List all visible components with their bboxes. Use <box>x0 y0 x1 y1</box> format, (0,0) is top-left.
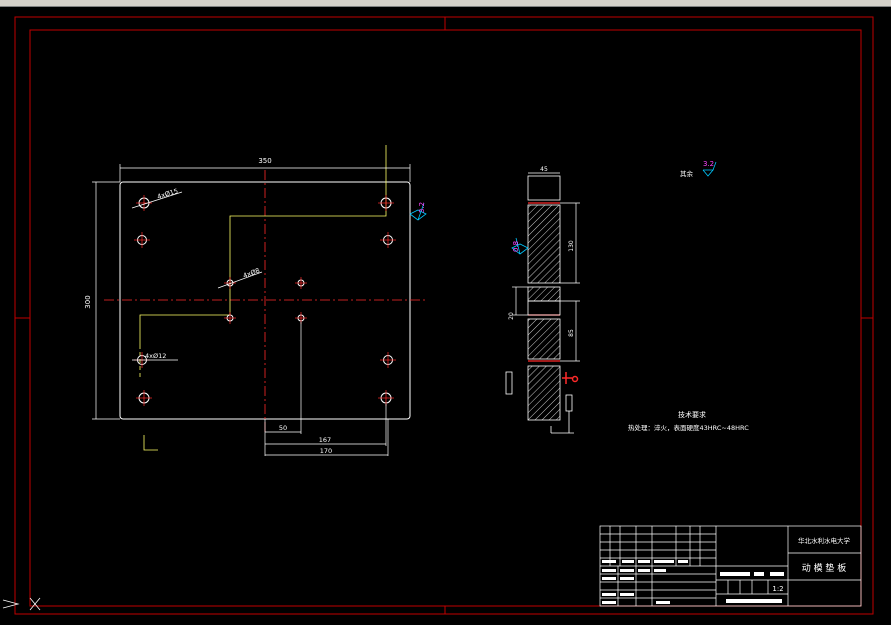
dim-height-text: 300 <box>84 295 92 308</box>
title-university: 华北水利水电大学 <box>798 536 851 545</box>
dim-130-text: 130 <box>568 240 575 252</box>
dim-height <box>92 181 120 420</box>
tech-title: 技术要求 <box>678 410 706 419</box>
rest-roughness-text: 3.2 <box>703 160 714 168</box>
rest-label: 其余 <box>680 169 694 178</box>
section-hatch-2 <box>527 286 561 302</box>
section-hatch-4 <box>527 365 561 421</box>
drawing-frame <box>14 16 874 615</box>
roughness-left-text: 0.8 <box>512 241 520 252</box>
section-cut-line <box>139 145 387 345</box>
centerlines <box>104 170 428 432</box>
tech-line: 热处理：淬火，表面硬度43HRC~48HRC <box>628 423 749 432</box>
title-scale: 1:2 <box>772 585 783 593</box>
section-markers <box>505 371 574 434</box>
section-indicator <box>562 372 579 384</box>
title-block <box>599 525 862 607</box>
dim-width <box>119 164 411 182</box>
rest-roughness-symbol <box>702 161 717 177</box>
dim-20-text: 20 <box>508 312 515 320</box>
roughness-right-text: 3.2 <box>418 202 426 213</box>
plan-view: 350 300 50 167 170 4xØ15 4xØ8 4xØ <box>84 145 428 456</box>
hole-note-leaders <box>131 191 263 361</box>
dim-bottom <box>264 322 389 456</box>
dim-85-text: 85 <box>568 329 575 337</box>
dim-50-text: 50 <box>279 424 287 432</box>
hole-note-mid: 4xØ8 <box>242 266 261 279</box>
notes: 其余 3.2 技术要求 热处理：淬火，表面硬度43HRC~48HRC <box>628 160 749 432</box>
ucs-icon <box>2 597 41 611</box>
section-hatch-3 <box>527 318 561 360</box>
section-dims <box>512 172 580 362</box>
title-part-name: 动 模 垫 板 <box>802 562 847 574</box>
section-view: 45 130 85 20 0.8 <box>505 166 580 434</box>
roughness-symbol-right <box>409 202 427 221</box>
title-block-labels <box>602 560 784 604</box>
hole-note-bottom: 4xØ12 <box>145 352 166 360</box>
section-hatch-1 <box>527 204 561 284</box>
dim-167-text: 167 <box>319 436 331 444</box>
hole-center-marks <box>134 195 396 406</box>
dim-170-text: 170 <box>320 447 332 455</box>
hole-note-top: 4xØ15 <box>156 187 179 201</box>
roughness-symbol-left <box>511 237 529 255</box>
dim-width-text: 350 <box>258 157 271 165</box>
window-toolbar-strip <box>0 0 891 7</box>
section-block-1 <box>527 175 561 201</box>
dim-45-text: 45 <box>540 166 548 173</box>
